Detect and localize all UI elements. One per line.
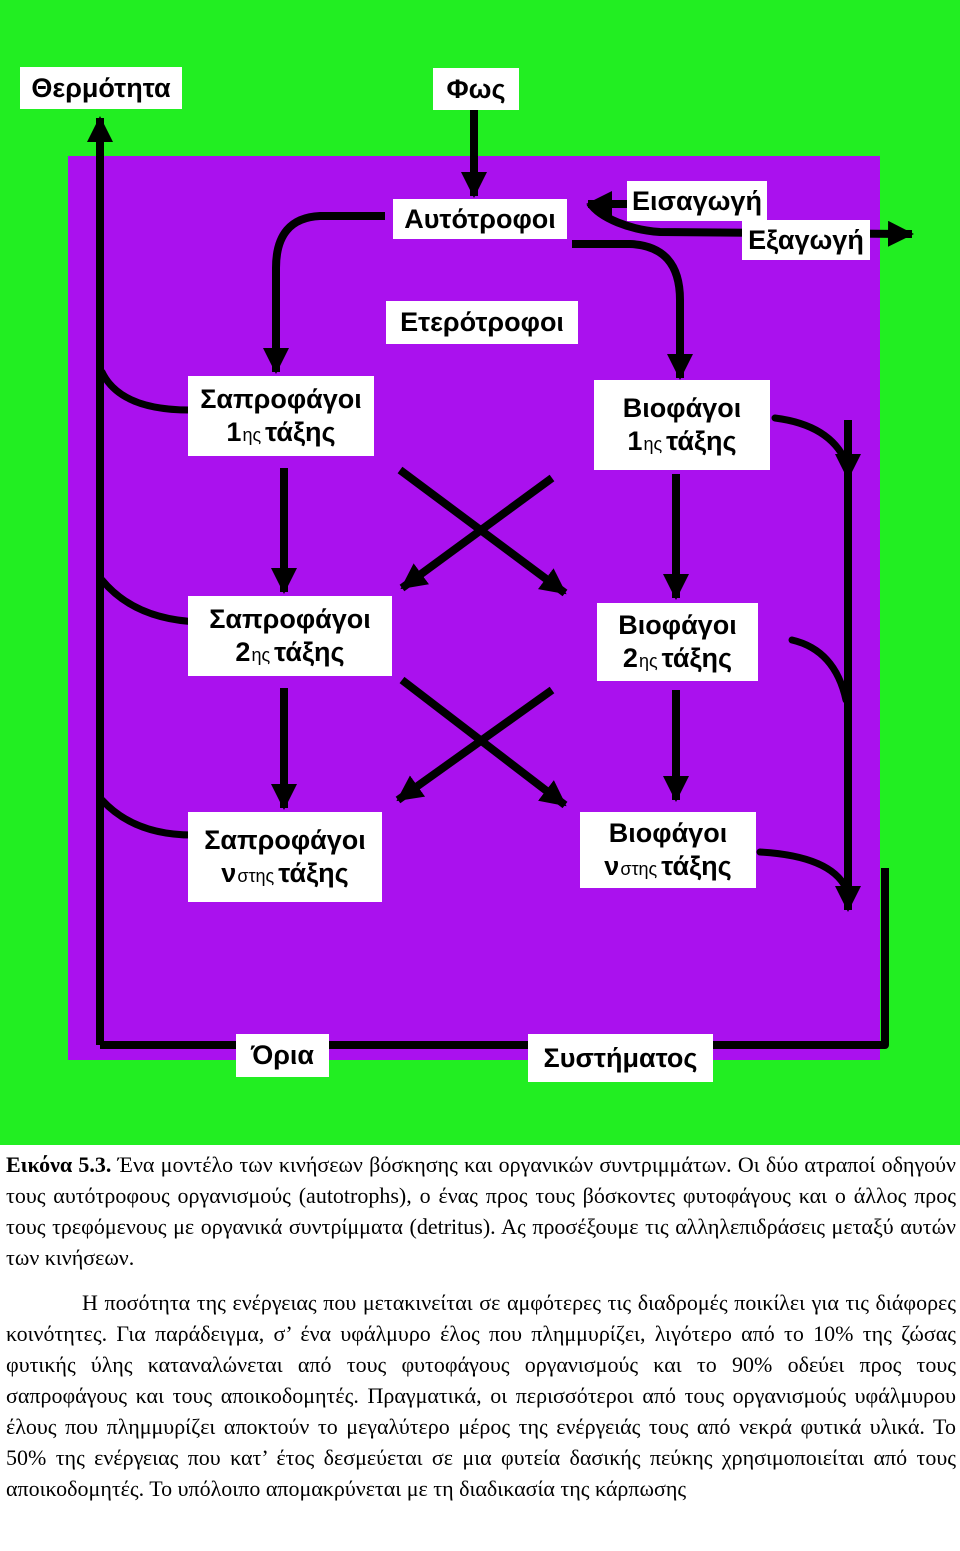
sapro2-num: 2 — [235, 637, 251, 667]
sapro2-name: Σαπροφάγοι — [209, 604, 371, 635]
autotrophs-to-bio1-arrow — [572, 240, 693, 380]
heterotrophs-text: Ετερότροφοι — [400, 307, 564, 338]
sapro2-word: τάξης — [274, 637, 345, 667]
sapro1-name: Σαπροφάγοι — [200, 384, 362, 415]
light-text: Φως — [446, 73, 506, 104]
bio2-suffix: ης — [638, 651, 658, 671]
system-text: Συστήματος — [543, 1042, 698, 1073]
right-branch-2 — [788, 636, 850, 704]
autotrophs-to-sapro1-arrow — [263, 212, 385, 374]
right-branch-1 — [771, 414, 850, 466]
bio2-word: τάξης — [661, 643, 733, 673]
import-text: Εισαγωγή — [632, 185, 762, 216]
heterotrophs-box: Ετερότροφοι — [386, 301, 578, 344]
bio1-word: τάξης — [666, 426, 737, 456]
bio1-num: 1 — [627, 426, 643, 456]
figure-caption: Εικόνα 5.3. Ένα μοντέλο των κινήσεων βόσ… — [6, 1149, 956, 1504]
bion-suffix: στης — [620, 859, 658, 879]
export-arrow — [586, 200, 914, 247]
sapron-suffix: στης — [237, 866, 275, 886]
sapro1-suffix: ης — [242, 425, 262, 445]
heat-label: Θερμότητα — [20, 67, 182, 109]
sapro1-word: τάξης — [265, 417, 336, 447]
system-label: Συστήματος — [528, 1034, 713, 1082]
sapron-word: τάξης — [278, 858, 349, 888]
heat-branch-1 — [98, 368, 194, 414]
sapro1-num: 1 — [226, 417, 242, 447]
figure-label: Εικόνα 5.3. — [6, 1152, 112, 1177]
bio1-name: Βιοφάγοι — [622, 393, 742, 424]
bio2-name: Βιοφάγοι — [618, 610, 737, 641]
caption-paragraph-1: Εικόνα 5.3. Ένα μοντέλο των κινήσεων βόσ… — [6, 1149, 956, 1273]
bottom-flow-line — [100, 868, 889, 1049]
caption-paragraph-2: Η ποσότητα της ενέργειας που μετακινείτα… — [6, 1290, 956, 1501]
sapron-num: ν — [221, 858, 237, 888]
boundaries-label: Όρια — [236, 1034, 329, 1077]
autotrophs-text: Αυτότροφοι — [404, 203, 556, 234]
heat-branch-2 — [98, 576, 204, 626]
bion-num: ν — [604, 851, 620, 881]
export-text: Εξαγωγή — [748, 224, 864, 255]
ecosystem-flow-diagram — [0, 0, 960, 1145]
heat-text: Θερμότητα — [31, 72, 171, 103]
sapron-name: Σαπροφάγοι — [204, 825, 366, 856]
boundaries-text: Όρια — [250, 1040, 315, 1071]
import-label: Εισαγωγή — [627, 181, 767, 221]
autotrophs-box: Αυτότροφοι — [393, 199, 567, 239]
cross-bio1-to-sapro2-arrow — [399, 474, 555, 592]
bio2-num: 2 — [622, 643, 638, 673]
caption-text: Ένα μοντέλο των κινήσεων βόσκησης και ορ… — [6, 1152, 957, 1270]
bion-name: Βιοφάγοι — [608, 818, 728, 849]
heat-branch-3 — [98, 796, 200, 839]
right-branch-3 — [756, 848, 850, 892]
sapro2-suffix: ης — [251, 645, 271, 665]
bio1-suffix: ης — [643, 434, 663, 454]
light-label: Φως — [433, 68, 519, 110]
export-label: Εξαγωγή — [742, 220, 870, 260]
cross-bio2-to-sapron-arrow — [395, 686, 555, 804]
bion-word: τάξης — [661, 851, 732, 881]
